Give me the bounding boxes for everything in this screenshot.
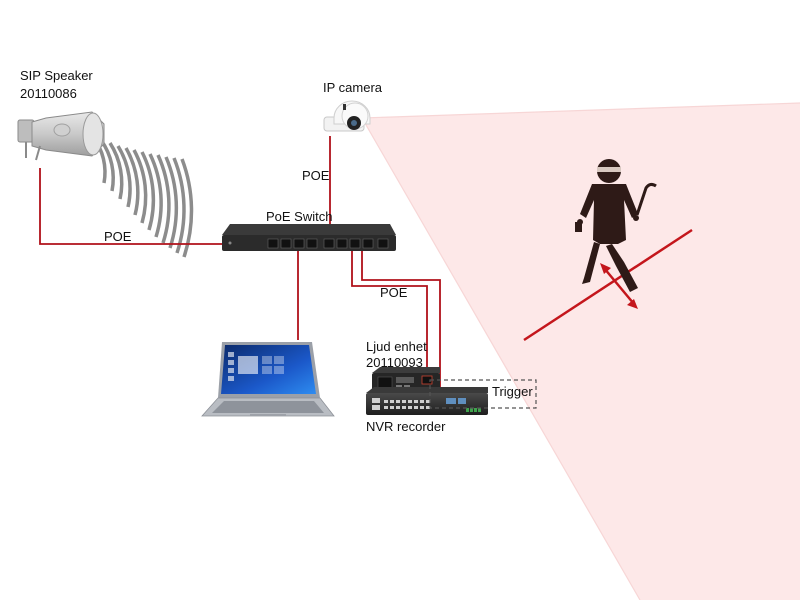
crossing-arrow-icon <box>600 263 638 309</box>
audio-unit-name-label: Ljud enhet <box>366 339 427 354</box>
nvr-label: NVR recorder <box>366 419 446 434</box>
trigger-box <box>429 379 537 409</box>
nvr-icon <box>366 387 488 415</box>
switch-icon <box>222 224 396 251</box>
camera-icon <box>323 100 371 132</box>
laptop-icon <box>201 342 335 417</box>
cables <box>39 136 441 404</box>
cable-switch-to-audio-a <box>351 250 428 378</box>
audio-unit-id-label: 20110093 <box>366 355 423 370</box>
camera-label: IP camera <box>323 80 383 95</box>
speaker-id-label: 20110086 <box>20 86 77 101</box>
cable-speaker-to-switch <box>39 168 272 245</box>
speaker-name-label: SIP Speaker <box>20 68 93 83</box>
fov-edge <box>361 102 800 119</box>
cable-switch-to-audio-b <box>361 250 441 404</box>
crowbar-icon <box>635 182 657 216</box>
fov-edge <box>361 117 641 600</box>
flashlight-icon <box>575 222 582 232</box>
trigger-label: Trigger <box>492 384 533 399</box>
poe-label-audio: POE <box>380 285 408 300</box>
camera-field-of-view <box>362 103 800 600</box>
poe-label-camera: POE <box>302 168 330 183</box>
speaker-horn-icon <box>17 111 105 161</box>
switch-label: PoE Switch <box>266 209 333 224</box>
tripwire-line <box>523 228 693 342</box>
poe-label-speaker: POE <box>104 229 132 244</box>
intruder-icon <box>577 159 639 292</box>
